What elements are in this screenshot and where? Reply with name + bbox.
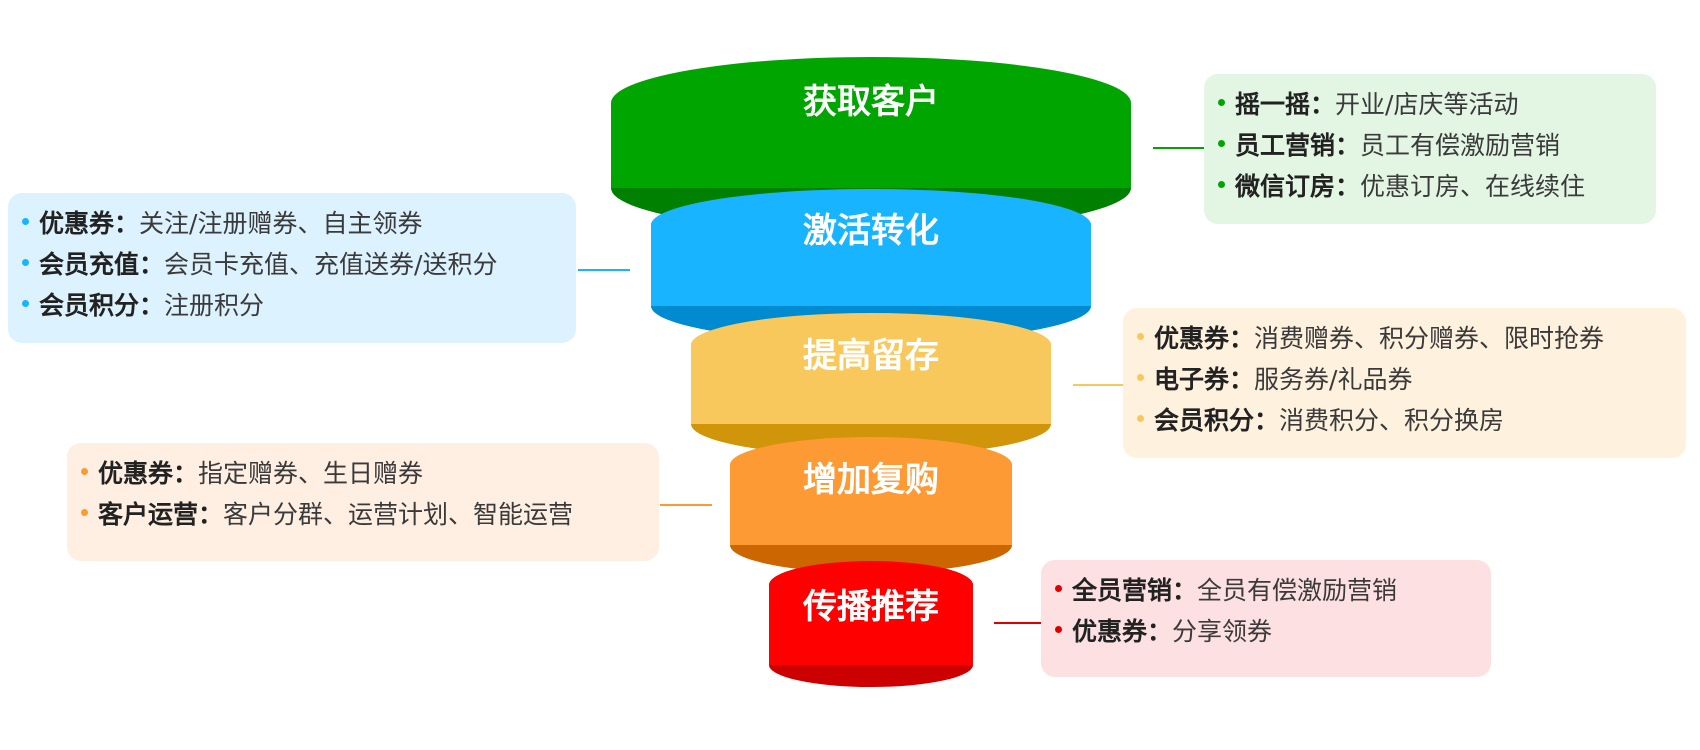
- info-box-stage-1: 摇一摇：开业/店庆等活动 员工营销：员工有偿激励营销 微信订房：优惠订房、在线续…: [1204, 74, 1656, 224]
- info-box-stage-3: 优惠券：消费赠券、积分赠券、限时抢券 电子券：服务券/礼品券 会员积分：消费积分…: [1123, 308, 1686, 458]
- item-value: 全员有偿激励营销: [1197, 575, 1398, 605]
- item-key: 会员积分：: [39, 290, 165, 320]
- item-value: 服务券/礼品券: [1254, 364, 1413, 394]
- info-item: 优惠券：关注/注册赠券、自主领券: [22, 201, 562, 242]
- bullet-icon: [1218, 181, 1225, 188]
- item-value: 开业/店庆等活动: [1335, 89, 1519, 119]
- item-value: 注册积分: [164, 290, 265, 320]
- item-key: 优惠券：: [39, 208, 140, 238]
- stage-3-overlap: [691, 313, 1051, 358]
- stage-4-overlap: [730, 437, 1012, 476]
- item-key: 客户运营：: [98, 499, 224, 529]
- item-value: 消费积分、积分换房: [1279, 405, 1505, 435]
- info-box-stage-2: 优惠券：关注/注册赠券、自主领券 会员充值：会员卡充值、充值送券/送积分 会员积…: [8, 193, 576, 343]
- info-box-stage-5: 全员营销：全员有偿激励营销 优惠券：分享领券: [1041, 560, 1491, 677]
- connector-stage-1: [1153, 147, 1205, 149]
- info-item: 会员充值：会员卡充值、充值送券/送积分: [22, 242, 562, 283]
- stage-4-top-overlay: [730, 437, 1012, 476]
- stage-4-title-front: 增加复购: [803, 460, 939, 500]
- info-box-stage-4: 优惠券：指定赠券、生日赠券 客户运营：客户分群、运营计划、智能运营: [67, 443, 659, 561]
- info-item: 优惠券：指定赠券、生日赠券: [81, 451, 645, 492]
- item-value: 消费赠券、积分赠券、限时抢券: [1254, 323, 1605, 353]
- bullet-icon: [1137, 415, 1144, 422]
- info-item: 会员积分：注册积分: [22, 283, 562, 324]
- item-value: 关注/注册赠券、自主领券: [139, 208, 423, 238]
- item-key: 电子券：: [1154, 364, 1255, 394]
- info-item: 全员营销：全员有偿激励营销: [1055, 568, 1477, 609]
- item-key: 员工营销：: [1235, 130, 1361, 160]
- bullet-icon: [1055, 585, 1062, 592]
- item-value: 优惠订房、在线续住: [1360, 171, 1586, 201]
- stage-1-title: 获取客户: [803, 82, 939, 122]
- bullet-icon: [1218, 140, 1225, 147]
- connector-stage-5: [994, 622, 1046, 624]
- item-key: 优惠券：: [98, 458, 199, 488]
- item-value: 会员卡充值、充值送券/送积分: [164, 249, 498, 279]
- info-item: 电子券：服务券/礼品券: [1137, 357, 1672, 398]
- bullet-icon: [22, 218, 29, 225]
- item-key: 优惠券：: [1154, 323, 1255, 353]
- item-value: 客户分群、运营计划、智能运营: [223, 499, 574, 529]
- item-value: 员工有偿激励营销: [1360, 130, 1561, 160]
- item-key: 优惠券：: [1072, 616, 1173, 646]
- info-item: 客户运营：客户分群、运营计划、智能运营: [81, 492, 645, 533]
- item-value: 指定赠券、生日赠券: [198, 458, 424, 488]
- item-value: 分享领券: [1172, 616, 1273, 646]
- info-item: 会员积分：消费积分、积分换房: [1137, 398, 1672, 439]
- stage-5-title-front: 传播推荐: [802, 587, 939, 627]
- info-item: 优惠券：消费赠券、积分赠券、限时抢券: [1137, 316, 1672, 357]
- stage-2-overlap: [651, 189, 1091, 240]
- item-key: 会员积分：: [1154, 405, 1280, 435]
- item-key: 全员营销：: [1072, 575, 1198, 605]
- stage-1-top-ellipse: [611, 57, 1131, 149]
- bullet-icon: [1137, 333, 1144, 340]
- bullet-icon: [81, 509, 88, 516]
- bullet-icon: [1218, 99, 1225, 106]
- info-item: 摇一摇：开业/店庆等活动: [1218, 82, 1642, 123]
- bullet-icon: [1055, 626, 1062, 633]
- stage-3-title-front: 提高留存: [803, 336, 939, 376]
- connector-stage-2: [578, 269, 630, 271]
- item-key: 会员充值：: [39, 249, 165, 279]
- item-key: 摇一摇：: [1235, 89, 1336, 119]
- info-item: 员工营销：员工有偿激励营销: [1218, 123, 1642, 164]
- bullet-icon: [22, 300, 29, 307]
- info-item: 优惠券：分享领券: [1055, 609, 1477, 650]
- stage-5-overlap: [769, 561, 973, 595]
- bullet-icon: [1137, 374, 1144, 381]
- connector-stage-4: [660, 504, 712, 506]
- bullet-icon: [81, 468, 88, 475]
- stage-2-title-front: 激活转化: [803, 211, 939, 251]
- info-item: 微信订房：优惠订房、在线续住: [1218, 164, 1642, 205]
- stage-3-top-overlay: [691, 313, 1051, 358]
- bullet-icon: [22, 259, 29, 266]
- connector-stage-3: [1073, 384, 1125, 386]
- item-key: 微信订房：: [1235, 171, 1361, 201]
- stage-2-top-overlay: [651, 189, 1091, 240]
- stage-5-top-overlay: [769, 561, 973, 595]
